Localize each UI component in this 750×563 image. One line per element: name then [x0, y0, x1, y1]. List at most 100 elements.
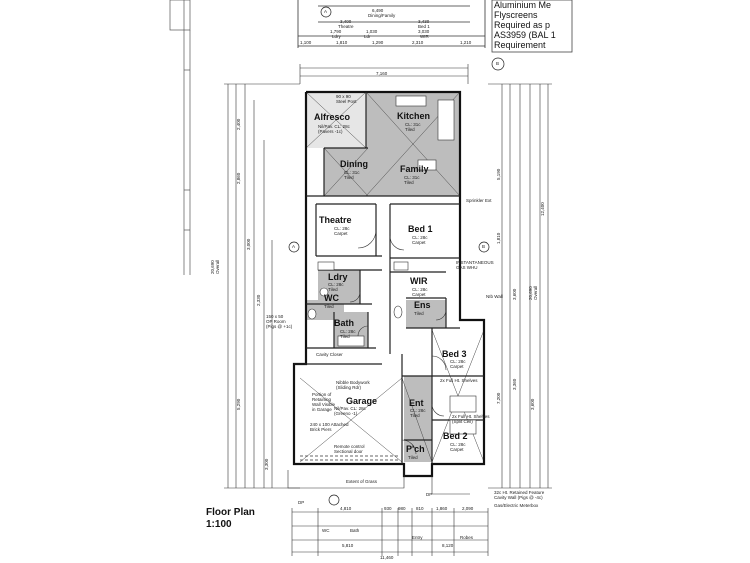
internal-walls	[294, 92, 484, 464]
room-label-garage: Garage	[346, 396, 378, 406]
section-marker-label: B	[496, 61, 500, 66]
section-marker-label: A	[324, 9, 328, 14]
left-dimension-lines	[224, 83, 300, 489]
room-label-bath: Bath	[334, 318, 354, 328]
sprinkler-note: Sprinkler Ext	[466, 198, 492, 203]
top-dim: 3,030	[418, 29, 430, 34]
room-info: CL: 28c Carpet	[450, 442, 466, 452]
dp-label: DP	[426, 492, 433, 497]
note-line: Aluminium Me	[494, 0, 552, 10]
overall-top-dimension: 7,160	[376, 71, 388, 76]
bed2-shelves-note: 2x Full Ht. Shelves (Split Ceil)	[452, 414, 490, 424]
gas-whu-note: INSTANTANEOUS GAS WHU	[456, 260, 494, 270]
dp-label: DP	[298, 500, 305, 505]
section-marker-label: A	[292, 244, 296, 249]
right-dimension: 3,360	[512, 378, 517, 390]
right-dimension: 12,400	[540, 202, 545, 216]
fh-note: 150 x 50 OP Room (Pigs @ +1c)	[266, 314, 293, 329]
right-dimension-lines	[488, 83, 552, 489]
top-room-label: Theatre	[338, 24, 354, 29]
left-dimension: 3,300	[264, 458, 269, 470]
overall-left-dimension: 20,690 Overall	[210, 259, 220, 274]
note-line: Required as p	[494, 20, 551, 30]
bottom-room-label: Robes	[460, 535, 474, 540]
plan-title: Floor Plan	[206, 507, 255, 518]
room-info: CL: 31c Tiled	[404, 175, 420, 185]
room-info: Tiled	[408, 455, 418, 460]
room-label-alfresco: Alfresco	[314, 112, 351, 122]
meterbox-note: Gas/Electric Meterbox	[494, 503, 539, 508]
overall-bottom-dimension: 11,460	[380, 555, 394, 560]
room-info: Tiled	[414, 311, 424, 316]
section-markers	[288, 6, 505, 506]
bottom-room-label: Bath	[350, 528, 360, 533]
room-info: CL: 31c Tiled	[344, 170, 360, 180]
room-info: CL: 28c Carpet	[450, 359, 466, 369]
room-label-wir: WIR	[410, 276, 428, 286]
top-dim: 2,310	[412, 40, 424, 45]
left-dimension: 3,000	[246, 238, 251, 250]
garage-sectional-door	[300, 455, 398, 461]
garage-retaining-note: Portion of Retaining Wall Visible in Gar…	[312, 392, 336, 412]
room-info: Nil/Pav. CL: 28c (Pavers -1c)	[318, 124, 350, 134]
section-marker-label: B	[482, 244, 486, 249]
top-room-label: WIR	[420, 34, 429, 39]
left-dimension: 2,860	[236, 172, 241, 184]
room-label-ent: Ent	[409, 398, 424, 408]
room-info: CL: 28c Carpet	[412, 287, 428, 297]
bed3-shelves-note: 2x Full Ht. Shelves	[440, 378, 478, 383]
garage-bodywork-note: Nibble Bodywork (Sliding Rdr)	[336, 380, 370, 390]
top-dim: 1,210	[460, 40, 472, 45]
top-room-label: Ldry	[332, 34, 341, 39]
room-info: CL: 28c Carpet	[334, 226, 350, 236]
room-label-ldry: Ldry	[328, 272, 348, 282]
top-dim: 3,400	[340, 19, 352, 24]
room-info: Tiled	[324, 304, 334, 309]
note-line: Requirement	[494, 40, 546, 50]
fixtures	[307, 95, 477, 435]
nib-wall-note: NIb Wall	[486, 294, 503, 299]
left-sheet-strip	[169, 0, 191, 275]
room-info: CL: 31c Tiled	[405, 122, 421, 132]
plan-scale: 1:100	[206, 519, 232, 530]
note-line: AS3959 (BAL 1	[494, 30, 556, 40]
room-label-bed-3: Bed 3	[442, 349, 467, 359]
bottom-dimension-lines	[291, 508, 489, 556]
room-label-kitchen: Kitchen	[397, 111, 431, 121]
left-dimension: 5,290	[236, 398, 241, 410]
bottom-dimension: 2,090	[462, 506, 474, 511]
bottom-room-label: Entry	[412, 535, 423, 540]
extent-of-grass-line	[287, 470, 470, 495]
right-dimension: 3,600	[512, 288, 517, 300]
bottom-dimension: 980	[398, 506, 406, 511]
top-dim: 1,790	[330, 29, 342, 34]
room-label-wc: WC	[324, 293, 339, 303]
top-dimension-lines	[299, 64, 469, 84]
brick-piers-note: 240 x 100 Attached Brick Piers	[310, 422, 349, 432]
right-dimension: 5,190	[496, 168, 501, 180]
top-dim: 1,290	[372, 40, 384, 45]
bottom-room-label: WC	[322, 528, 330, 533]
steel-post-note: 90 x 90 Steel Post	[336, 94, 357, 104]
top-room-label: Ldr	[364, 34, 371, 39]
left-dimension: 2,330	[256, 294, 261, 306]
note-line: Flyscreens	[494, 10, 538, 20]
right-dimension: 7,200	[496, 392, 501, 404]
room-info: CL: 28c Tiled	[340, 329, 356, 339]
room-label-ens: Ens	[414, 300, 431, 310]
room-label-theatre: Theatre	[319, 215, 352, 225]
top-dim: 1,100	[300, 40, 312, 45]
top-room-label: Bed 1	[418, 24, 430, 29]
top-dim: 3,430	[418, 19, 430, 24]
room-info: CL: 28c Tiled	[410, 408, 426, 418]
bottom-dimension: 930	[384, 506, 392, 511]
notes-box	[491, 0, 573, 53]
room-label-porch: P'ch	[406, 444, 425, 454]
top-dim-header: 6,490	[372, 8, 384, 13]
bottom-dimension: 8,120	[442, 543, 454, 548]
top-partial-plan	[297, 0, 486, 48]
bottom-dimension: 4,810	[340, 506, 352, 511]
retaining-wall-note: 32c Ht. Retained Feature Cavity Wall (Pi…	[494, 490, 545, 500]
bottom-dimension: 810	[416, 506, 424, 511]
room-label-family: Family	[400, 164, 429, 174]
